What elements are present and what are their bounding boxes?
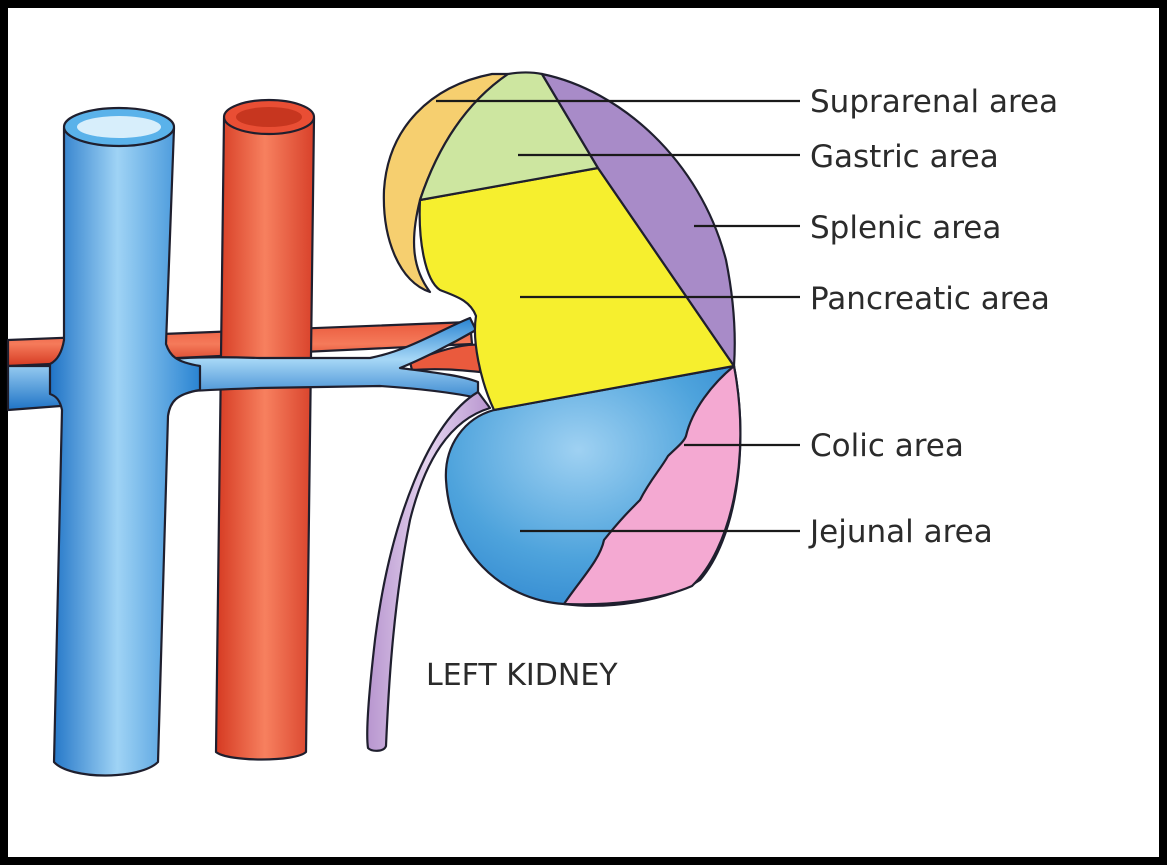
aorta — [216, 100, 314, 760]
label-pancreatic-area: Pancreatic area — [810, 281, 1050, 317]
label-gastric-area: Gastric area — [810, 139, 999, 175]
label-suprarenal-area: Suprarenal area — [810, 84, 1058, 120]
caption-left-kidney: LEFT KIDNEY — [426, 658, 618, 693]
label-splenic-area: Splenic area — [810, 210, 1001, 246]
label-jejunal-area: Jejunal area — [808, 514, 993, 550]
label-colic-area: Colic area — [810, 428, 964, 464]
inferior-vena-cava — [50, 108, 200, 776]
